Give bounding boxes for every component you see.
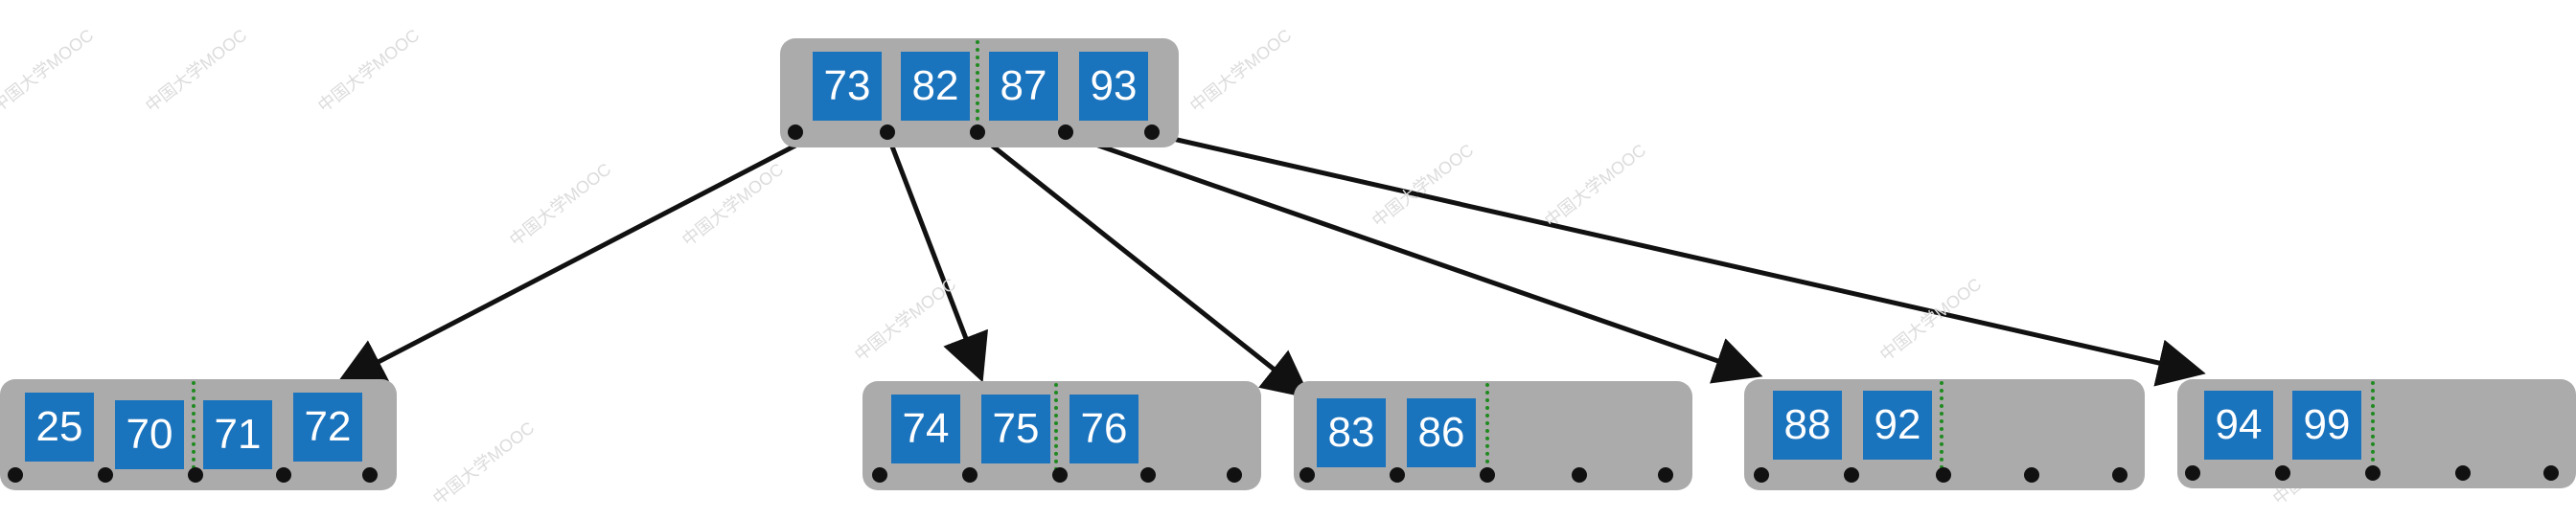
pointer-dot	[962, 467, 978, 483]
pointer-dot	[1572, 467, 1587, 483]
leaf-key: 94	[2204, 391, 2273, 460]
split-marker	[1485, 383, 1489, 479]
pointer-dot	[2365, 465, 2380, 481]
pointer-dot	[276, 467, 291, 483]
arrow-to-child-1	[336, 143, 797, 384]
pointer-dot	[2024, 467, 2039, 483]
leaf-key: 86	[1407, 398, 1476, 467]
leaf-key: 70	[115, 400, 184, 469]
pointer-dot	[1658, 467, 1673, 483]
pointer-dot	[2455, 465, 2471, 481]
split-marker	[1054, 383, 1058, 479]
split-marker	[192, 381, 196, 477]
split-marker	[1940, 381, 1944, 477]
pointer-dot	[788, 124, 803, 140]
pointer-dot	[1300, 467, 1315, 483]
leaf-key: 76	[1070, 395, 1138, 463]
leaf-node: 94 99	[2177, 379, 2576, 488]
pointer-dot	[1390, 467, 1405, 483]
root-key: 87	[989, 52, 1058, 121]
leaf-key: 71	[203, 400, 272, 469]
pointer-dot	[970, 124, 985, 140]
leaf-key: 83	[1317, 398, 1386, 467]
leaf-node: 74 75 76	[862, 381, 1261, 490]
pointer-dot	[8, 467, 23, 483]
leaf-key: 72	[293, 393, 362, 462]
arrow-to-child-3	[976, 132, 1311, 399]
pointer-dot	[1754, 467, 1769, 483]
pointer-dot	[880, 124, 895, 140]
arrow-to-child-5	[1151, 131, 2206, 387]
pointer-dot	[2543, 465, 2559, 481]
pointer-dot	[1936, 467, 1951, 483]
split-marker	[976, 40, 979, 136]
pointer-dot	[1227, 467, 1242, 483]
leaf-node: 83 86	[1294, 381, 1692, 490]
pointer-dot	[1844, 467, 1859, 483]
pointer-dot	[188, 467, 203, 483]
pointer-dot	[1058, 124, 1073, 140]
pointer-dot	[1144, 124, 1160, 140]
pointer-dot	[872, 467, 887, 483]
root-node: 73 82 87 93	[780, 38, 1179, 147]
leaf-node: 88 92	[1744, 379, 2145, 490]
pointer-dot	[1140, 467, 1156, 483]
pointer-dot	[362, 467, 378, 483]
leaf-key: 88	[1773, 391, 1842, 460]
pointer-dot	[2112, 467, 2128, 483]
root-key: 93	[1079, 52, 1148, 121]
pointer-dot	[2275, 465, 2290, 481]
leaf-node: 25 70 71 72	[0, 379, 397, 490]
pointer-dot	[98, 467, 113, 483]
arrow-to-child-4	[1065, 131, 1763, 384]
leaf-key: 75	[981, 395, 1050, 463]
root-key: 82	[901, 52, 970, 121]
pointer-dot	[2185, 465, 2200, 481]
leaf-key: 25	[25, 393, 94, 462]
arrow-to-child-2	[885, 133, 988, 383]
leaf-key: 99	[2292, 391, 2361, 460]
leaf-key: 92	[1863, 391, 1932, 460]
split-marker	[2371, 381, 2375, 477]
leaf-key: 74	[891, 395, 960, 463]
pointer-dot	[1052, 467, 1068, 483]
pointer-dot	[1480, 467, 1495, 483]
root-key: 73	[813, 52, 882, 121]
